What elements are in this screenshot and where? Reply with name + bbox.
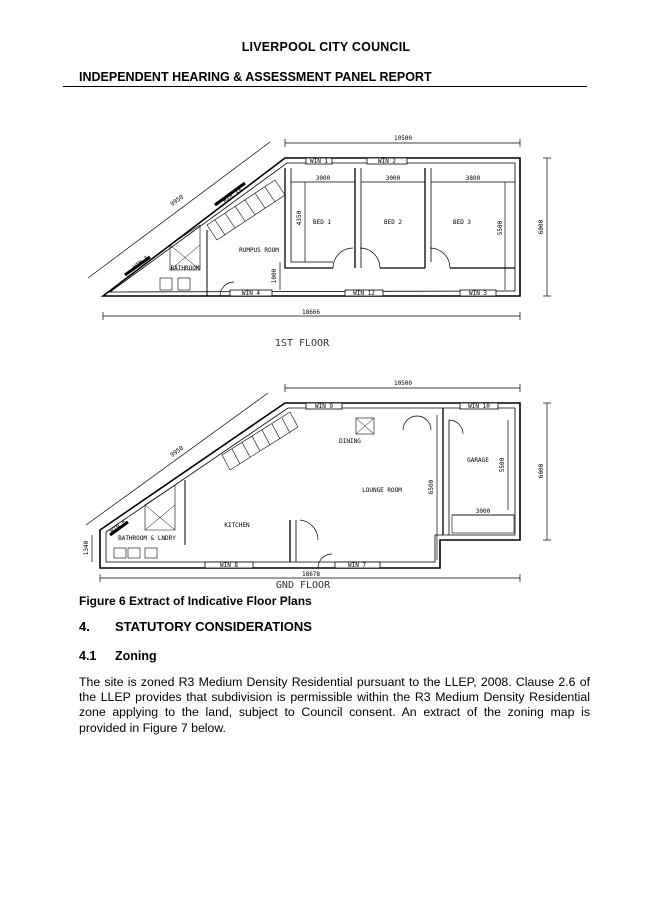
figure-caption: Figure 6 Extract of Indicative Floor Pla… [79, 594, 312, 608]
gf-win6: WIN 6 [109, 518, 128, 535]
ff-win12: WIN 12 [353, 290, 375, 297]
ff-dim-diag: 9950 [169, 193, 185, 208]
floor-plans-figure: 10500 9950 18666 6000 3000 3000 3800 435… [83, 135, 551, 591]
ff-dim-bed3-w: 3800 [466, 175, 481, 182]
gf-dim-top: 10500 [394, 380, 412, 387]
ff-dim-bed1-h: 4350 [296, 210, 303, 225]
ff-bed3: BED 3 [453, 219, 471, 226]
ff-win3: WIN 3 [469, 290, 487, 297]
first-floor-plan [87, 139, 551, 320]
ff-rumpus: RUMPUS ROOM [239, 247, 279, 254]
zoning-paragraph: The site is zoned R3 Medium Density Resi… [79, 675, 590, 735]
ff-bed1: BED 1 [313, 219, 331, 226]
gf-win9: WIN 9 [315, 403, 333, 410]
section-title: STATUTORY CONSIDERATIONS [115, 619, 312, 634]
gf-win8: WIN 8 [220, 562, 238, 569]
ff-dim-bed1-w: 3000 [316, 175, 331, 182]
gf-dim-garage-h: 5500 [499, 457, 506, 472]
ff-title: 1ST FLOOR [275, 338, 330, 349]
ff-win1: WIN 1 [310, 158, 328, 165]
gf-dim-bottom: 18678 [302, 571, 320, 578]
gf-title: GND FLOOR [276, 580, 331, 591]
ff-dim-bottom: 18666 [302, 309, 320, 316]
ff-bathroom: BATHROOM [171, 265, 200, 272]
section-number: 4. [79, 619, 90, 634]
ground-floor-plan [85, 384, 551, 582]
ff-win2: WIN 2 [378, 158, 396, 165]
ff-dim-bed2-w: 3000 [386, 175, 401, 182]
ff-dim-bed3-h: 5500 [497, 220, 504, 235]
gf-dim-right: 6000 [538, 463, 545, 478]
gf-win7: WIN 7 [348, 562, 366, 569]
gf-dim-diag: 9950 [169, 444, 185, 458]
ff-win11: WIN 11 [221, 185, 243, 204]
header-rule [63, 86, 587, 87]
gf-lounge: LOUNGE ROOM [362, 487, 402, 494]
gf-dining: DINING [339, 438, 361, 445]
ff-dim-right: 6000 [538, 219, 545, 234]
gf-dim-garage-w: 3000 [476, 508, 491, 515]
gf-garage: GARAGE [467, 457, 489, 464]
document-header-report: INDEPENDENT HEARING & ASSESSMENT PANEL R… [79, 70, 432, 84]
gf-dim-lounge-h: 6500 [428, 479, 435, 494]
ff-bed2: BED 2 [384, 219, 402, 226]
document-header-council: LIVERPOOL CITY COUNCIL [241, 40, 411, 54]
gf-kitchen: KITCHEN [224, 522, 250, 529]
gf-win10: WIN 10 [468, 403, 490, 410]
subsection-title: Zoning [115, 649, 157, 663]
ff-win4: WIN 4 [242, 290, 260, 297]
ff-dim-top: 10500 [394, 135, 412, 142]
gf-dim-side: 1340 [83, 540, 90, 555]
gf-bath-laundry: BATHROOM & LNDRY [118, 535, 176, 542]
subsection-number: 4.1 [79, 649, 97, 663]
ff-dim-small: 1000 [271, 268, 278, 283]
